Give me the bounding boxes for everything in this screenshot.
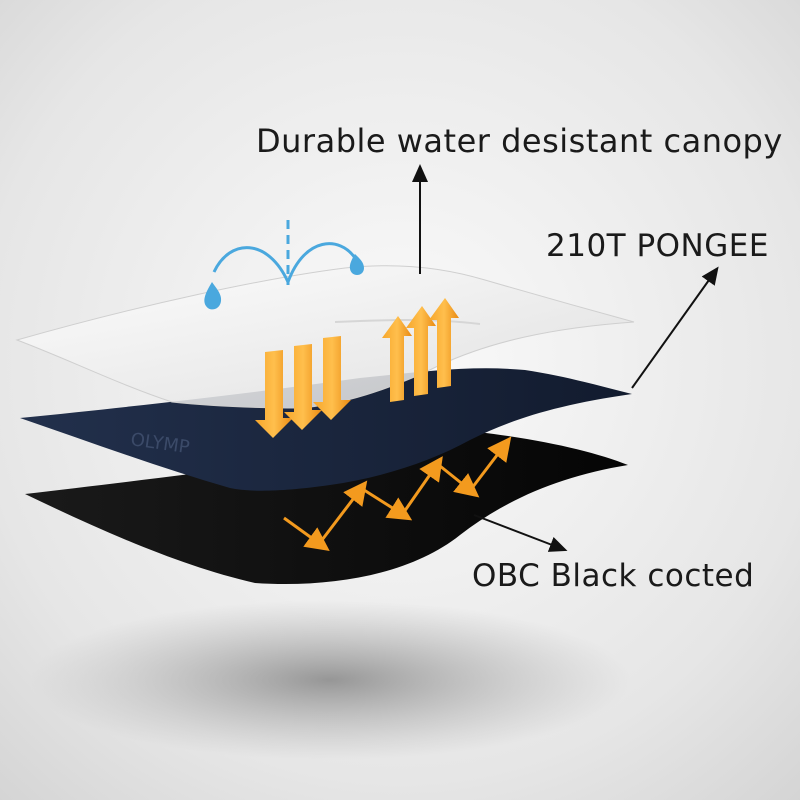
heat-arrow-icon [406, 306, 436, 396]
pongee-pointer [631, 266, 719, 389]
canopy-label: Durable water desistant canopy [256, 122, 783, 160]
obc-label: OBC Black cocted [472, 558, 755, 594]
heat-arrow-icon [429, 298, 459, 388]
heat-reflection-arrows [283, 436, 512, 552]
pongee-label: 210T PONGEE [546, 228, 769, 264]
obc-black-coated-layer [25, 432, 628, 585]
heat-down-arrows [255, 336, 351, 438]
heat-arrow-icon [284, 344, 322, 430]
pongee-layer [20, 368, 632, 491]
water-splash [204, 220, 364, 310]
canopy-fold [334, 319, 481, 325]
water-drop-icon [204, 282, 222, 310]
heat-arrow-icon [255, 350, 293, 438]
water-drop-icon [349, 254, 364, 276]
canopy-layer [15, 265, 635, 409]
heat-arrow-icon [313, 336, 351, 420]
obc-pointer [473, 514, 568, 552]
heat-up-arrows [382, 298, 459, 402]
heat-arrow-icon [382, 316, 412, 402]
floor-shadow [30, 600, 630, 760]
